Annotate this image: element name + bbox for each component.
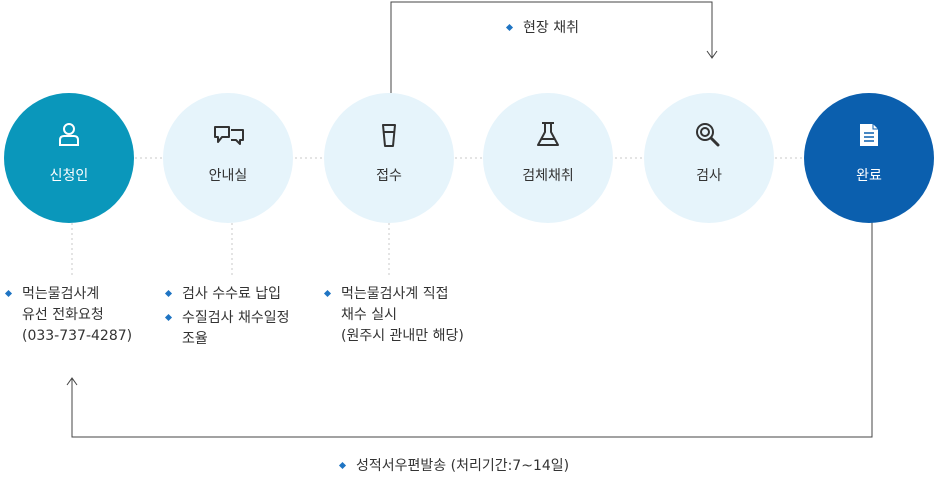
guide-note-line: 검사 수수료 납입 xyxy=(182,286,282,302)
document-icon xyxy=(860,124,878,146)
flask-icon xyxy=(537,122,559,146)
guide-note-line: 조율 xyxy=(182,331,208,347)
applicant-note: 먹는물검사계 유선 전화요청 (033-737-4287) xyxy=(4,284,133,347)
guide-note-line: 수질검사 채수일정 xyxy=(182,310,290,326)
bottom-flow-note: 성적서우편발송 (처리기간:7~14일) xyxy=(338,456,570,477)
step-label-complete: 완료 xyxy=(856,168,882,184)
guide-note-schedule: 수질검사 채수일정 조율 xyxy=(164,308,290,350)
reception-note-line: (원주시 관내만 해당) xyxy=(341,328,464,344)
reception-note-line: 먹는물검사계 직접 xyxy=(341,286,449,302)
guide-note-fee: 검사 수수료 납입 xyxy=(164,284,282,305)
top-flow-arrowhead xyxy=(706,50,718,59)
step-circle-reception xyxy=(324,93,454,223)
reception-note-line: 채수 실시 xyxy=(341,307,397,323)
step-label-guide: 안내실 xyxy=(208,168,248,184)
person-icon xyxy=(59,123,79,146)
reception-note: 먹는물검사계 직접 채수 실시 (원주시 관내만 해당) xyxy=(323,284,464,347)
bottom-flow-arrow-line xyxy=(71,222,873,438)
applicant-note-line: (033-737-4287) xyxy=(22,328,133,344)
step-circle-guide xyxy=(163,93,293,223)
step-circle-inspection xyxy=(644,93,774,223)
top-flow-arrow-line xyxy=(390,1,713,93)
step-circle-complete xyxy=(804,93,934,223)
applicant-note-line: 먹는물검사계 xyxy=(22,286,100,302)
step-label-inspection: 검사 xyxy=(696,168,722,184)
step-label-reception: 접수 xyxy=(376,168,402,184)
speech-bubbles-icon xyxy=(214,126,244,145)
magnifier-icon xyxy=(696,123,720,147)
step-circle-applicant xyxy=(4,93,134,223)
top-flow-note: 현장 채취 xyxy=(505,18,579,39)
bottom-flow-arrowhead xyxy=(66,377,78,386)
glass-icon xyxy=(382,124,396,147)
bottom-flow-note-text: 성적서우편발송 (처리기간:7~14일) xyxy=(356,458,570,474)
top-flow-note-text: 현장 채취 xyxy=(523,20,579,36)
applicant-note-line: 유선 전화요청 xyxy=(22,307,104,323)
step-circle-sampling xyxy=(483,93,613,223)
step-label-applicant: 신청인 xyxy=(49,168,89,184)
step-label-sampling: 검체채취 xyxy=(522,168,574,184)
